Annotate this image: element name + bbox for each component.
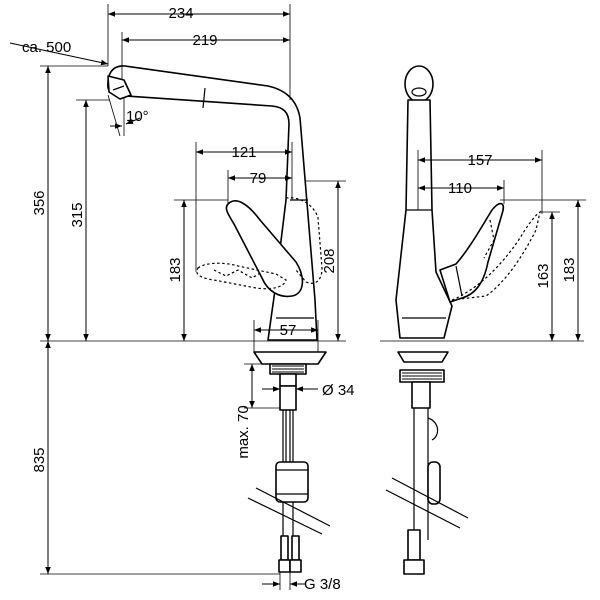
dim-hose-depth: 835 bbox=[31, 447, 48, 472]
dim-hose-length: ca. 500 bbox=[22, 39, 71, 56]
dim-height-total: 356 bbox=[31, 190, 48, 215]
dim-width-total: 234 bbox=[168, 5, 193, 22]
dim-side-height-163: 163 bbox=[535, 263, 552, 288]
front-base-plate bbox=[253, 351, 327, 365]
dim-mount-diameter: Ø 34 bbox=[322, 382, 355, 399]
dim-connection: G 3/8 bbox=[304, 576, 341, 593]
side-hose-weight bbox=[427, 461, 441, 505]
dim-max-thickness: max. 70 bbox=[235, 405, 252, 458]
dim-side-reach-157: 157 bbox=[467, 152, 492, 169]
front-hose-weight bbox=[275, 461, 309, 503]
dim-body-height: 208 bbox=[321, 248, 338, 273]
front-handle-swing bbox=[196, 262, 287, 290]
dim-handle-reach: 121 bbox=[231, 144, 256, 161]
dim-side-height-183: 183 bbox=[561, 257, 578, 282]
side-view: 157 110 163 183 bbox=[380, 65, 586, 575]
side-body-outline bbox=[395, 99, 453, 339]
side-handle bbox=[439, 202, 505, 303]
dim-height-spout: 315 bbox=[69, 202, 86, 227]
side-base-plate bbox=[397, 351, 449, 363]
dim-base-diameter: 57 bbox=[280, 322, 297, 339]
dim-width-spout: 219 bbox=[192, 32, 217, 49]
dim-handle-offset: 79 bbox=[250, 170, 267, 187]
side-handle-swing bbox=[451, 210, 541, 301]
dim-handle-height: 183 bbox=[167, 257, 184, 282]
front-view: 234 219 ca. 500 10° 356 315 121 79 bbox=[9, 4, 355, 593]
front-handle bbox=[225, 200, 304, 298]
dim-side-reach-110: 110 bbox=[448, 180, 472, 197]
dim-spray-angle: 10° bbox=[126, 108, 149, 125]
